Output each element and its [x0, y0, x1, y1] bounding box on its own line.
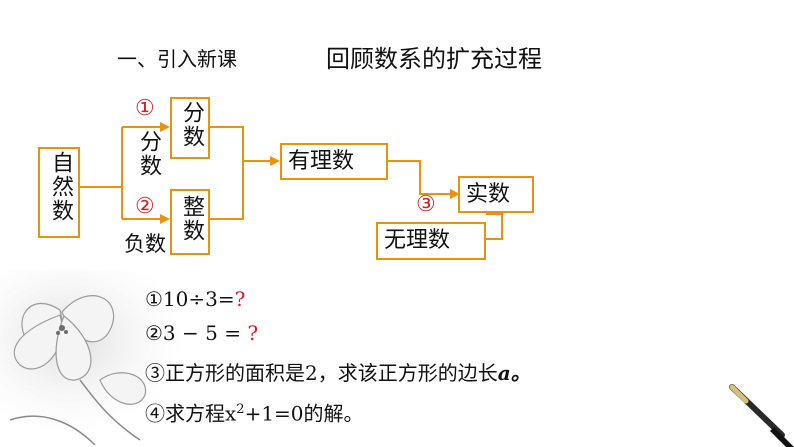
flower-decoration-image: [0, 270, 180, 446]
node-irrational: 无理数: [376, 222, 486, 260]
question-2: ②3 − 5 = ?: [145, 318, 258, 348]
page-title: 回顾数系的扩充过程: [326, 45, 542, 73]
node-real: 实数: [458, 176, 534, 213]
arrowhead-rational: [270, 156, 280, 166]
question-4: ④求方程x2+1=0的解。: [145, 395, 364, 429]
question-1-text: ①10÷3=: [145, 287, 235, 311]
question-3-variable: a。: [497, 361, 531, 385]
marker-2: ②: [135, 194, 155, 219]
arrowhead-real: [450, 189, 460, 199]
question-4-text: ④求方程x: [145, 401, 237, 426]
marker-1: ①: [135, 96, 155, 121]
question-2-mark: ?: [247, 321, 259, 345]
node-natural-number-label: 自然数: [48, 151, 73, 223]
arrowhead-integer: [160, 214, 170, 224]
question-1: ①10÷3=?: [145, 284, 245, 314]
brush-decoration-image: [729, 384, 794, 447]
node-rational-label: 有理数: [288, 149, 355, 174]
node-integer-label: 整数: [179, 195, 204, 243]
question-3: ③正方形的面积是2，求该正方形的边长a。: [145, 358, 531, 388]
node-irrational-label: 无理数: [384, 228, 451, 253]
question-4-exponent: 2: [236, 402, 245, 417]
node-fraction-label: 分数: [179, 101, 204, 149]
section-label: 一、引入新课: [117, 47, 237, 71]
node-rational: 有理数: [280, 143, 388, 180]
edge-label-negative: 负数: [124, 232, 166, 256]
node-fraction: 分数: [170, 97, 210, 159]
question-3-text: ③正方形的面积是2，求该正方形的边长: [145, 361, 498, 385]
question-1-mark: ?: [234, 287, 246, 311]
node-real-label: 实数: [466, 182, 511, 207]
arrowhead-fraction: [160, 122, 170, 132]
question-2-text: ②3 − 5 =: [145, 321, 248, 345]
edge-label-fraction: 分数: [136, 130, 161, 178]
node-natural-number: 自然数: [38, 147, 80, 238]
marker-3: ③: [416, 192, 436, 217]
node-integer: 整数: [170, 189, 210, 255]
question-4-rest: +1=0的解。: [244, 401, 364, 426]
